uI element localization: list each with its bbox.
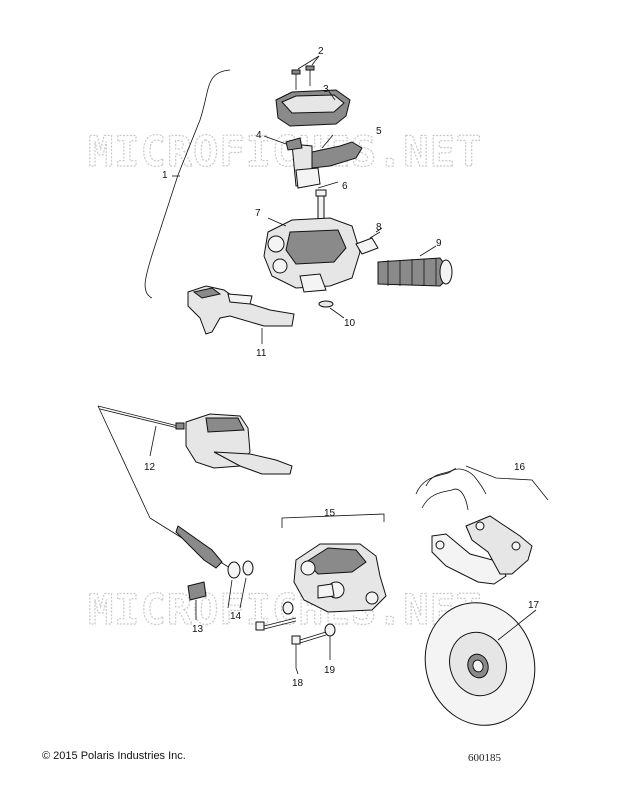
callout-3: 3 [323, 84, 329, 95]
callout-11: 11 [256, 348, 267, 359]
brake-lever-11 [187, 285, 295, 335]
master-cylinder-lower [185, 413, 293, 475]
screws-2 [291, 55, 320, 90]
callout-10: 10 [344, 318, 356, 329]
callout-12: 12 [144, 462, 156, 473]
brake-pads-16 [415, 467, 533, 585]
washers-14 [227, 560, 254, 609]
callout-19: 19 [324, 665, 336, 676]
bracket-1 [144, 69, 231, 299]
brake-line-12 [97, 405, 231, 569]
callout-15: 15 [324, 508, 336, 519]
bolts-18 [255, 617, 327, 668]
pin-6 [315, 189, 327, 223]
callout-16: 16 [514, 462, 526, 473]
washer-10 [318, 300, 334, 308]
bracket-8 [355, 231, 381, 255]
grip-9 [377, 257, 453, 287]
leader-lines [149, 134, 537, 675]
lever-5 [291, 141, 363, 189]
bracket-16 [465, 465, 549, 501]
reservoir-cover-3 [275, 89, 351, 127]
clip-4 [285, 137, 303, 151]
bracket-15 [281, 513, 385, 528]
copyright-text: © 2015 Polaris Industries Inc. [42, 750, 186, 762]
callouts: 2 3 5 4 1 6 7 8 9 10 11 12 16 15 17 14 1… [144, 46, 540, 689]
watermark-top: MICROFICHES.NET [88, 127, 482, 176]
callout-6: 6 [342, 181, 348, 192]
callout-18: 18 [292, 678, 304, 689]
diagram-number: 600185 [468, 752, 501, 764]
banjo-bolt-13 [187, 581, 207, 612]
callout-1: 1 [162, 170, 168, 181]
callout-14: 14 [230, 611, 242, 622]
callout-13: 13 [192, 624, 204, 635]
master-cylinder-7 [263, 217, 361, 293]
caliper-15 [293, 543, 387, 613]
callout-5: 5 [376, 126, 382, 137]
rotor-17 [424, 602, 536, 726]
callout-9: 9 [436, 238, 442, 249]
callout-2: 2 [318, 46, 324, 57]
callout-17: 17 [528, 600, 540, 611]
washers-19 [282, 601, 336, 660]
callout-4: 4 [256, 130, 262, 141]
callout-8: 8 [376, 222, 382, 233]
callout-7: 7 [255, 208, 261, 219]
